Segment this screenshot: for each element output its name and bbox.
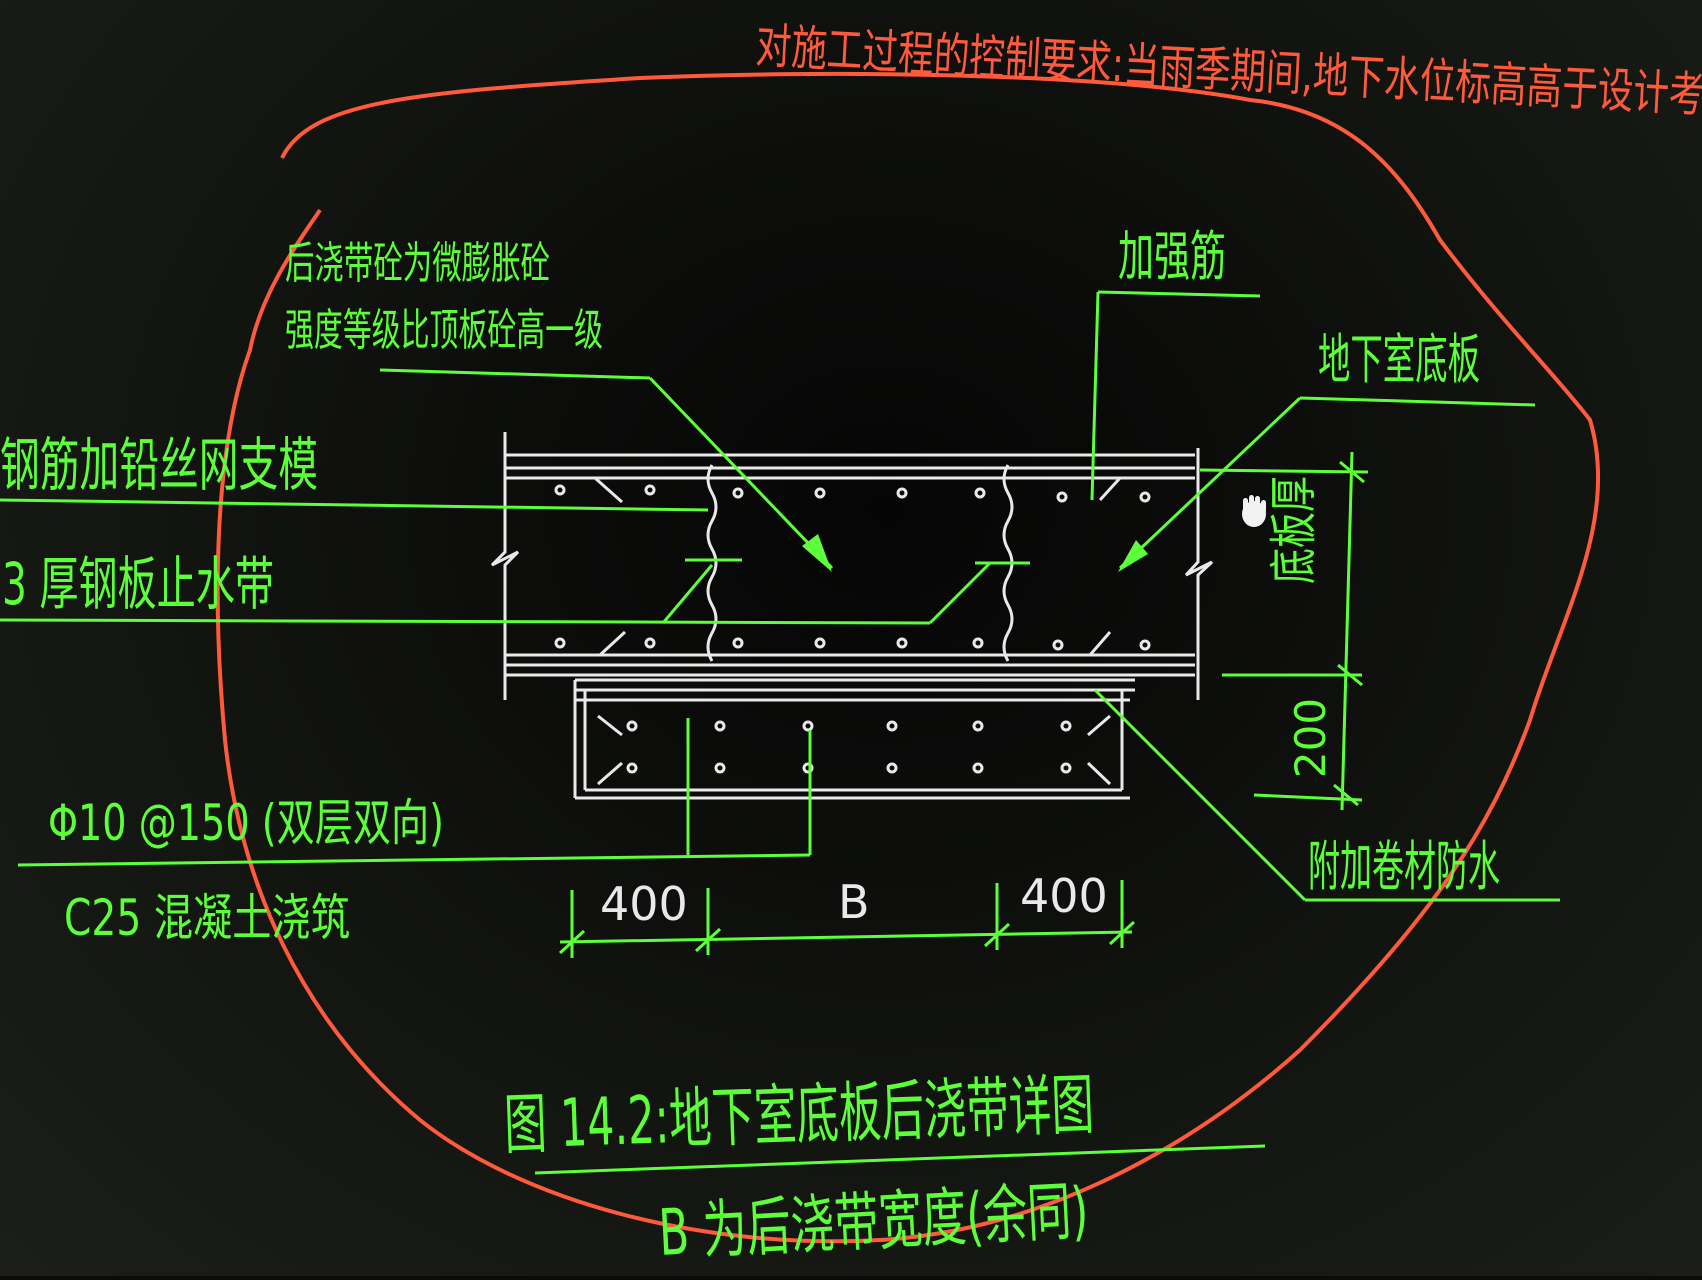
hand-cursor-icon [1242, 495, 1266, 527]
concrete-pour-label: C25 混凝土浇筑 [64, 889, 350, 947]
annotations: 后浇带砼为微膨胀砼 强度等级比顶板砼高一级 加强筋 地下室底板 钢筋加铅丝网支模… [0, 225, 1500, 1271]
concrete-note-line2: 强度等级比顶板砼高一级 [285, 305, 603, 356]
caption-title: 图 14.2:地下室底板后浇带详图 [503, 1066, 1095, 1164]
membrane-label: 附加卷材防水 [1308, 835, 1500, 898]
basement-slab-label: 地下室底板 [1318, 328, 1480, 391]
waterstop-label: 3 厚钢板止水带 [2, 550, 274, 618]
steel-mesh-formwork-label: 钢筋加铅丝网支模 [0, 431, 318, 499]
header-note: 对施工过程的控制要求:当雨季期间,地下水位标高高于设计考 [754, 18, 1702, 124]
concrete-note-line1: 后浇带砼为微膨胀砼 [285, 238, 550, 289]
reinforcement-label: 加强筋 [1118, 225, 1226, 288]
dim-right-label: 400 [1020, 869, 1108, 923]
dim-left-label: 400 [600, 877, 688, 931]
caption-subtitle: B 为后浇带宽度(余同) [657, 1175, 1090, 1271]
dim-mid-label: B [838, 875, 870, 929]
dim-200-label: 200 [1286, 698, 1335, 778]
slab-section [490, 432, 1214, 800]
leader-lines [0, 290, 1560, 1175]
slab-thickness-label: 底板厚 [1266, 476, 1322, 584]
rebar-spec-label: Φ10 @150 (双层双向) [48, 794, 444, 852]
title-underline [534, 1144, 1266, 1175]
